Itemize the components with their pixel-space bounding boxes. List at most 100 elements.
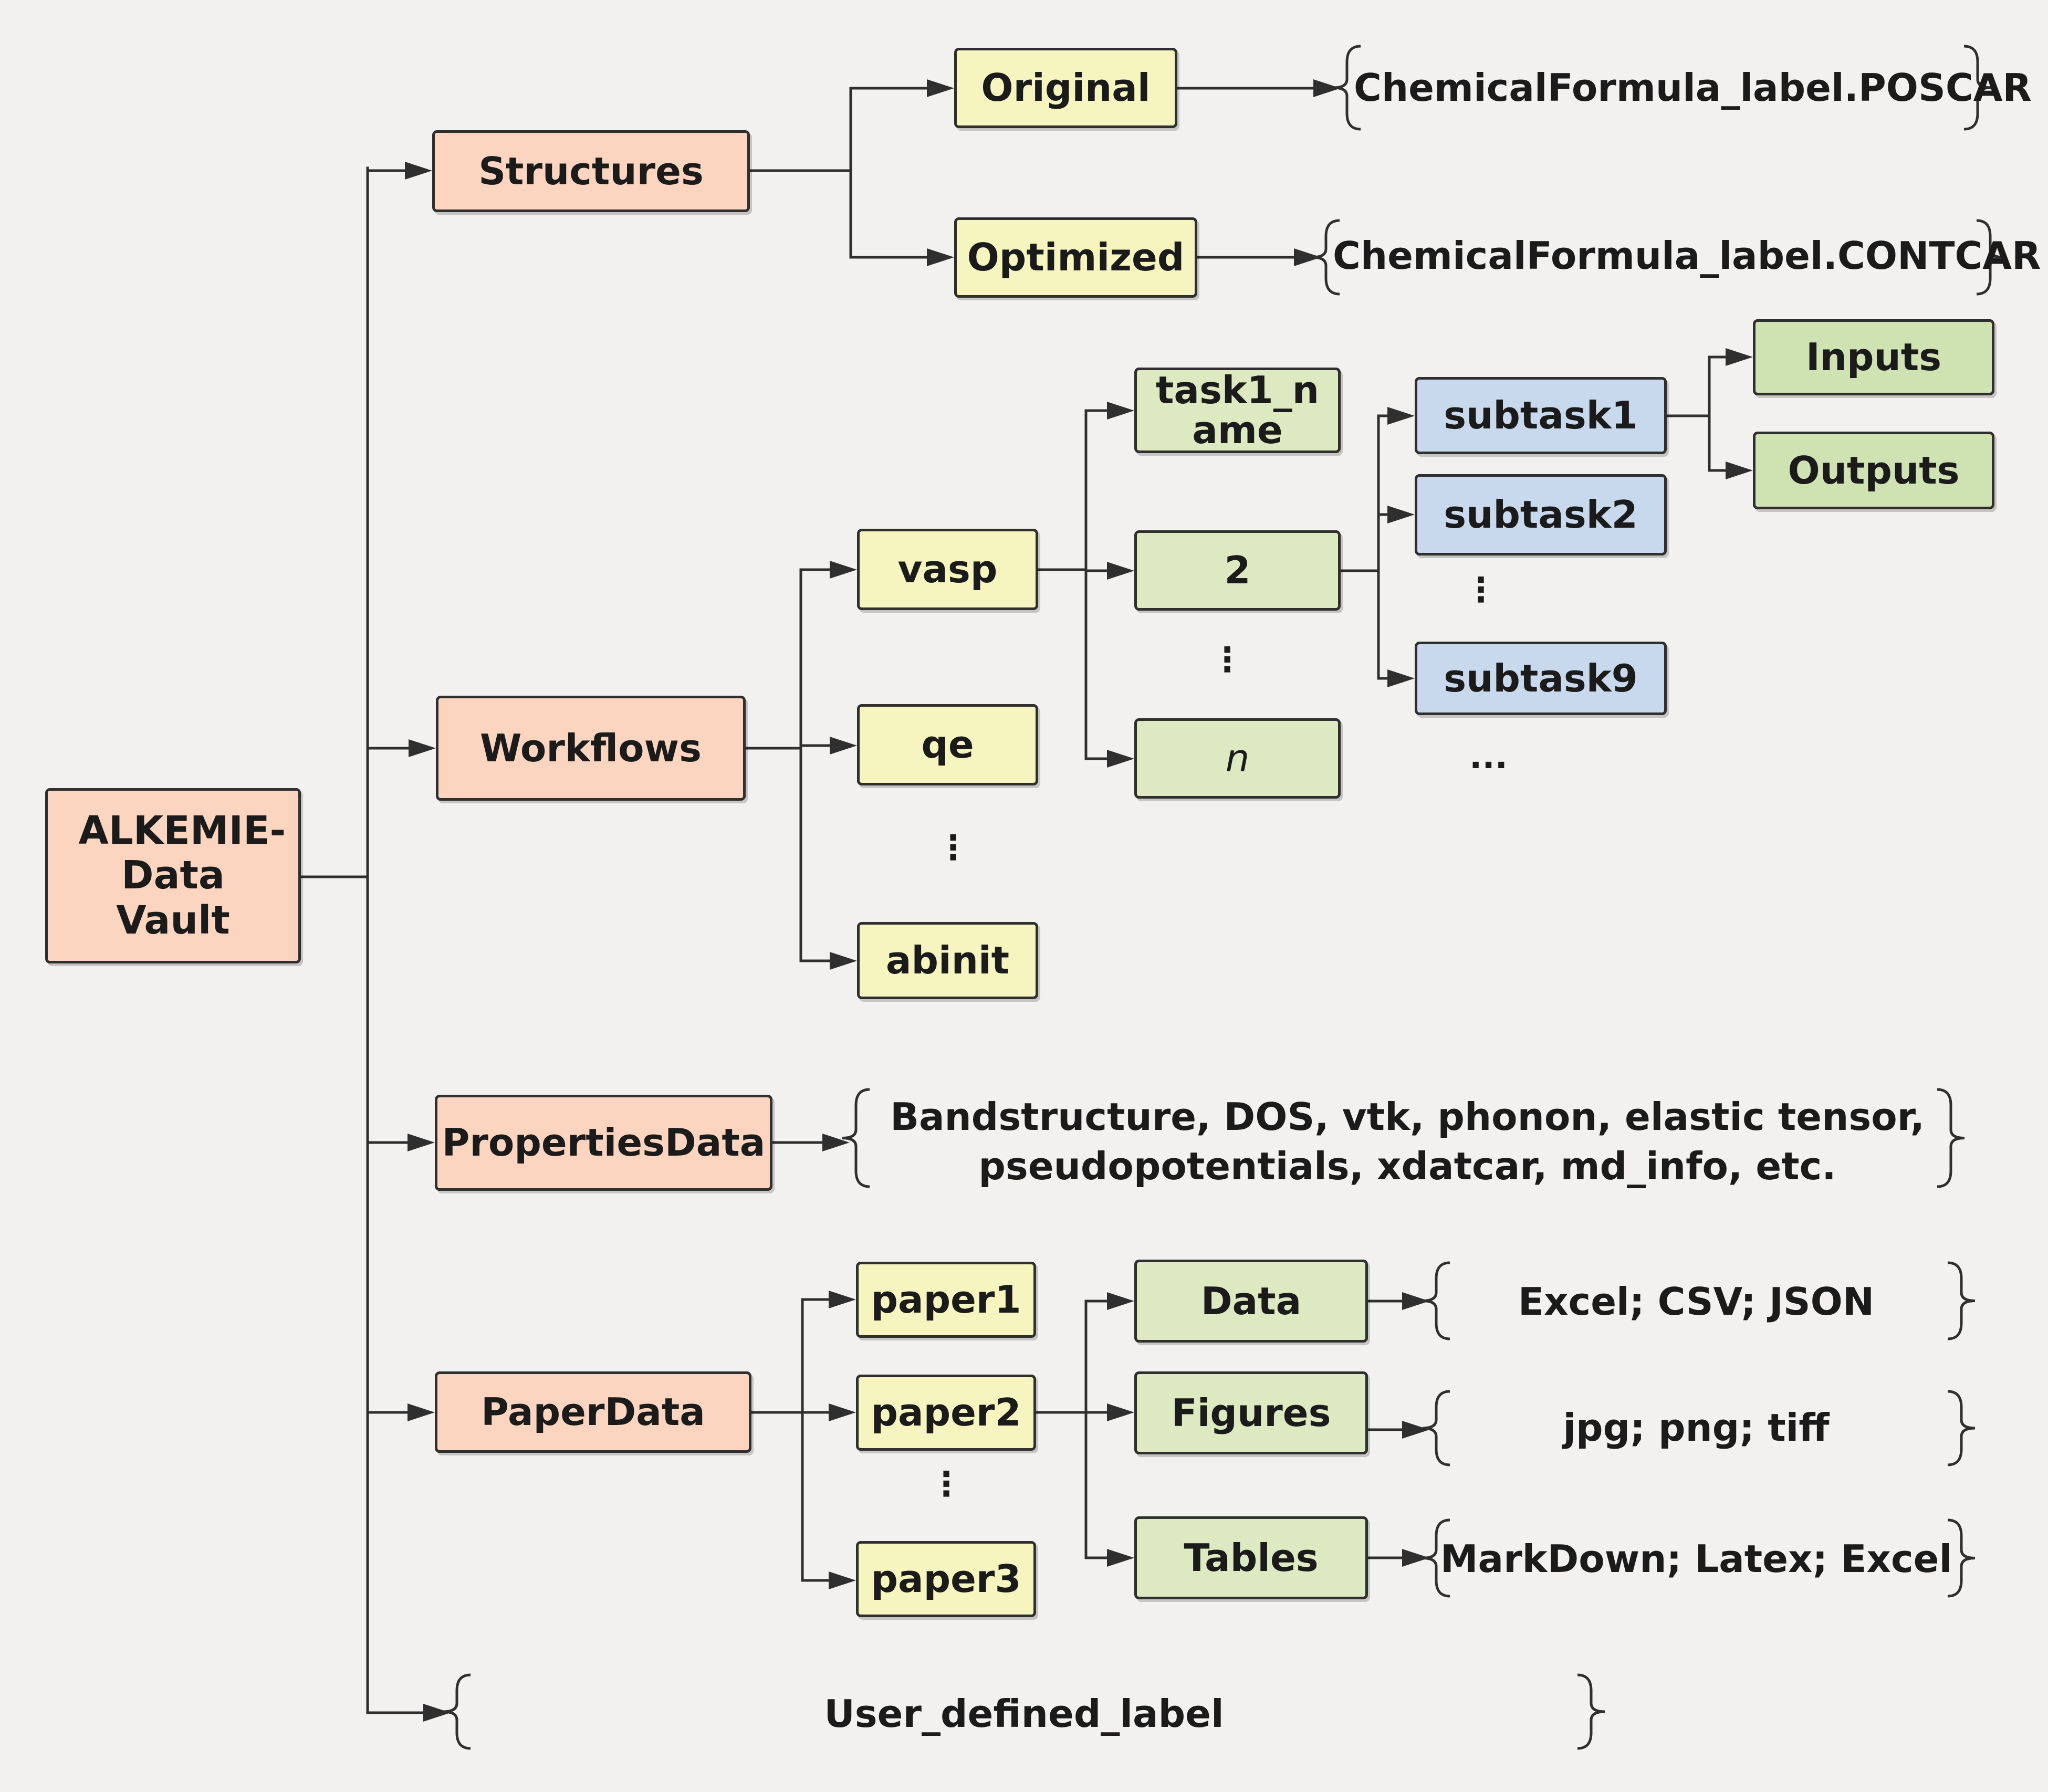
vasp-label: vasp [897,547,998,592]
inputs-node: Inputs [1753,319,1994,395]
user-defined-label: User_defined_label [824,1692,1224,1736]
subtask1-node: subtask1 [1415,377,1667,454]
papers-vertical-ellipsis: ⋮ [929,1465,963,1504]
arrow-tables-head [1107,1549,1134,1567]
task2-label: 2 [1224,548,1251,593]
arrow-user-label-head [423,1704,451,1722]
structures-node: Structures [432,130,750,212]
qe-node: qe [857,704,1038,785]
tasks-vertical-ellipsis: ⋮ [1210,641,1244,679]
table-formats: MarkDown; Latex; Excel [1440,1537,1952,1581]
properties-brace-left [842,1088,870,1188]
data-node: Data [1134,1260,1368,1343]
paperdata-label: PaperData [481,1390,705,1434]
subtask1-label: subtask1 [1444,393,1638,438]
figure-formats: jpg; png; tiff [1563,1406,1830,1450]
figure-formats-brace-left [1422,1390,1450,1466]
propertiesdata-label: PropertiesData [442,1120,766,1165]
subtasks-horizontal-ellipsis: ... [1469,738,1508,777]
data-formats-brace-left [1422,1261,1450,1340]
contcar-file-label: ChemicalFormula_label.CONTCAR [1333,233,2041,278]
arrow-properties-list-head [822,1134,850,1151]
arrow-qe-head [830,737,857,754]
workflows-node: Workflows [436,696,746,801]
paper2-node: paper2 [856,1375,1036,1451]
arrow-table-formats-head [1402,1549,1429,1567]
arrow-paper3-head [829,1571,856,1589]
properties-line-1: Bandstructure, DOS, vtk, phonon, elastic… [890,1095,1925,1139]
arrow-data-head [1107,1292,1134,1310]
subtask2-label: subtask2 [1444,492,1638,537]
arrow-propertiesdata-head [407,1134,435,1151]
abinit-node: abinit [857,922,1038,999]
arrow-data-formats-head [1402,1292,1429,1310]
inputs-label: Inputs [1805,335,1942,380]
task2-node: 2 [1134,530,1341,611]
arrow-figures-head [1107,1403,1134,1421]
poscar-brace-right [1963,45,1992,131]
arrow-subtask9-head [1387,669,1415,687]
arrow-task1-head [1107,402,1134,420]
task-n-label: n [1225,736,1250,781]
properties-line-2: pseudopotentials, xdatcar, md_info, etc. [978,1144,1836,1188]
data-formats-brace-right [1947,1261,1976,1340]
paper3-label: paper3 [871,1557,1021,1601]
contcar-brace-left [1312,219,1340,296]
paperdata-node: PaperData [435,1371,751,1453]
arrow-vasp-head [830,561,857,579]
arrow-figure-formats-head [1402,1421,1429,1439]
subtask9-label: subtask9 [1444,656,1638,700]
figures-label: Figures [1171,1390,1331,1435]
contcar-brace-right [1976,219,2004,296]
data-formats: Excel; CSV; JSON [1518,1280,1875,1324]
arrow-paperdata-head [407,1403,435,1421]
user-label-brace-left [443,1673,471,1750]
arrow-contcar-head [1294,248,1321,266]
arrow-inputs-head [1726,348,1753,366]
figures-node: Figures [1134,1371,1368,1454]
table-formats-brace-right [1947,1518,1976,1598]
properties-brace-right [1937,1088,1965,1188]
arrow-paper1-head [829,1291,856,1308]
vasp-node: vasp [857,529,1038,610]
data-label: Data [1200,1278,1302,1323]
subtasks-vertical-ellipsis: ⋮ [1464,571,1498,610]
propertiesdata-node: PropertiesData [435,1095,772,1191]
task-n-node: n [1134,718,1341,799]
paper3-node: paper3 [856,1541,1036,1617]
structures-label: Structures [478,149,704,193]
figure-formats-brace-right [1947,1390,1976,1466]
optimized-node: Optimized [954,217,1197,298]
poscar-brace-left [1333,45,1361,131]
tables-node: Tables [1134,1516,1368,1599]
root-label: ALKEMIE-Data Vault [78,808,286,943]
tables-label: Tables [1184,1535,1319,1580]
user-label-brace-right [1577,1673,1605,1750]
arrow-original-head [927,79,954,97]
arrow-outputs-head [1726,462,1753,479]
arrow-optimized-head [927,248,954,266]
abinit-label: abinit [885,938,1010,983]
optimized-label: Optimized [967,235,1185,280]
subtask9-node: subtask9 [1415,642,1667,715]
outputs-node: Outputs [1753,432,1994,509]
arrow-poscar-head [1313,79,1341,97]
table-formats-brace-left [1422,1518,1450,1598]
task1-node: task1_name [1134,368,1341,453]
paper1-node: paper1 [856,1262,1036,1338]
poscar-file-label: ChemicalFormula_label.POSCAR [1354,65,2032,110]
arrow-subtask2-head [1387,506,1415,523]
root-node: ALKEMIE-Data Vault [45,788,301,963]
workflows-label: Workflows [480,726,702,770]
outputs-label: Outputs [1788,448,1960,492]
original-label: Original [981,66,1151,110]
arrow-paper2-head [829,1403,856,1421]
arrow-workflows-head [409,739,436,757]
arrow-task-n-head [1107,750,1134,768]
qe-label: qe [921,722,974,767]
arrow-abinit-head [830,952,857,970]
codes-vertical-ellipsis: ⋮ [936,829,970,867]
task1-label: task1_name [1155,368,1320,452]
